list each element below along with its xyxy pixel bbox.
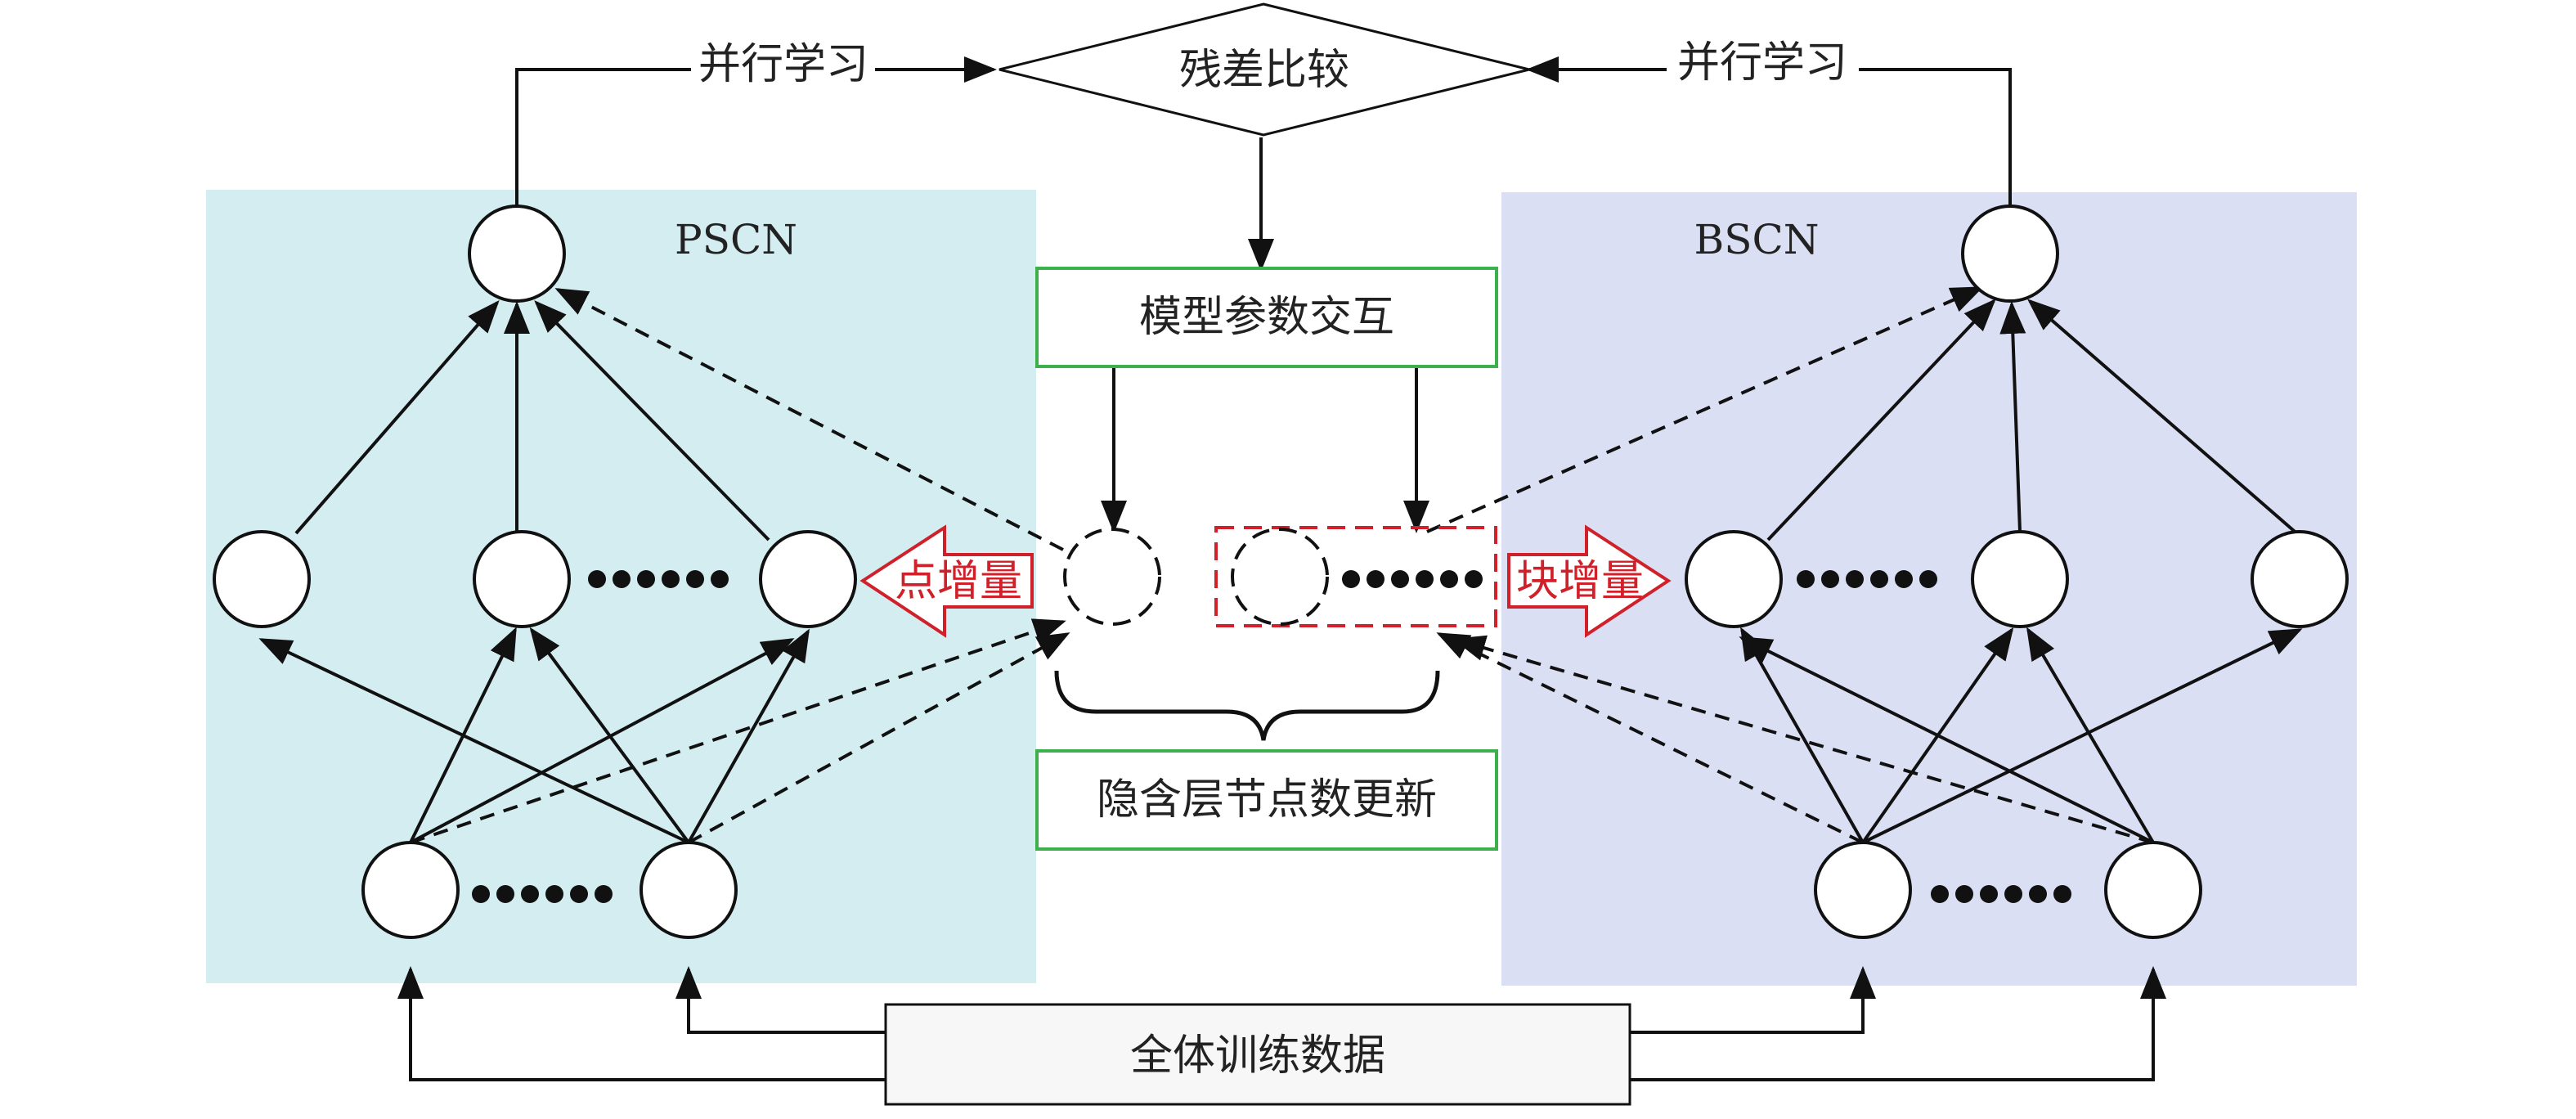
new-point-node <box>1063 528 1161 626</box>
pscn-hidden-ellipsis <box>588 570 729 588</box>
bscn-input-node-2 <box>2104 841 2202 939</box>
pscn-label: PSCN <box>675 216 797 263</box>
residual-compare-label: 残差比较 <box>1179 46 1349 95</box>
new-block-ellipsis <box>1342 570 1483 588</box>
residual-compare-diamond <box>999 2 1530 137</box>
bscn-edges <box>1739 299 2303 844</box>
bscn-hidden-ellipsis <box>1797 570 1937 588</box>
model-param-exchange-label: 模型参数交互 <box>1139 293 1394 342</box>
bscn-hidden-node-1 <box>1685 530 1783 628</box>
pscn-dashed-edges <box>410 288 1070 844</box>
bscn-hidden-node-2 <box>1971 530 2069 628</box>
pscn-hidden-node-3 <box>759 530 857 628</box>
parallel-learning-left-label: 并行学习 <box>698 40 868 89</box>
block-increment-label: 块增量 <box>1516 557 1644 606</box>
exchange-arrows <box>1101 368 1429 533</box>
all-training-data-label: 全体训练数据 <box>1130 1031 1385 1081</box>
all-training-data-box <box>884 1003 1631 1106</box>
block-increment-arrow <box>1507 524 1672 638</box>
pscn-hidden-node-1 <box>213 530 311 628</box>
bscn-input-ellipsis <box>1931 885 2071 903</box>
parallel-learning-right-label: 并行学习 <box>1677 38 1847 88</box>
hidden-node-update-label: 隐含层节点数更新 <box>1097 775 1437 825</box>
bscn-output-node <box>1961 204 2059 303</box>
pscn-output-node <box>468 204 566 303</box>
pscn-nodes <box>213 204 857 939</box>
bscn-dashed-edges <box>1426 286 2154 844</box>
pscn-input-node-1 <box>361 841 460 939</box>
pscn-edges <box>258 299 810 844</box>
bscn-hidden-node-3 <box>2251 530 2349 628</box>
bscn-nodes <box>1685 204 2349 939</box>
bscn-input-node-1 <box>1814 841 1912 939</box>
pscn-input-node-2 <box>640 841 738 939</box>
training-data-arrows <box>397 966 2166 1081</box>
model-param-exchange-box <box>1035 267 1498 368</box>
bscn-label: BSCN <box>1694 216 1819 263</box>
top-loop <box>515 56 2012 272</box>
point-increment-label: 点增量 <box>895 557 1022 606</box>
new-block-box <box>1214 526 1497 627</box>
new-block-node <box>1231 528 1329 626</box>
hidden-node-update-box <box>1035 749 1498 851</box>
curly-brace <box>1054 670 1440 741</box>
pscn-hidden-node-2 <box>473 530 571 628</box>
point-increment-arrow <box>859 524 1034 638</box>
pscn-input-ellipsis <box>472 885 613 903</box>
